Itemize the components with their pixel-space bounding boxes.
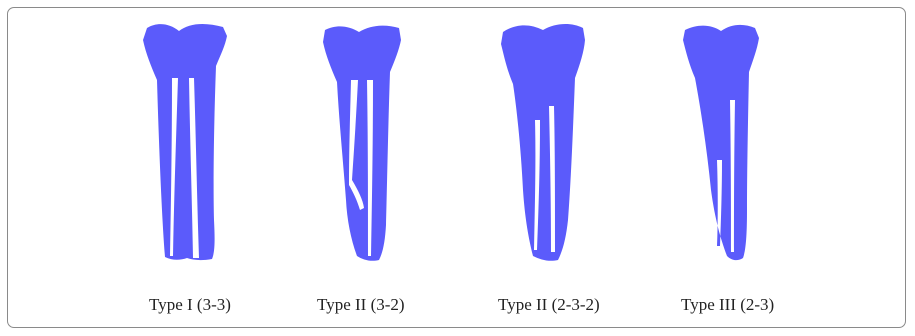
caption-type-ii-3-2: Type II (3-2) [317, 295, 405, 315]
tooth-type-ii-3-2 [313, 20, 413, 268]
caption-type-ii-2-3-2: Type II (2-3-2) [498, 295, 600, 315]
tooth-type-i-3-3 [135, 20, 235, 268]
tooth-type-ii-2-3-2 [495, 20, 595, 268]
figure-frame: Type I (3-3) Type II (3-2) Type II (2-3-… [7, 7, 906, 328]
caption-type-iii-2-3: Type III (2-3) [681, 295, 774, 315]
caption-type-i: Type I (3-3) [149, 295, 231, 315]
tooth-type-iii-2-3 [675, 20, 775, 268]
